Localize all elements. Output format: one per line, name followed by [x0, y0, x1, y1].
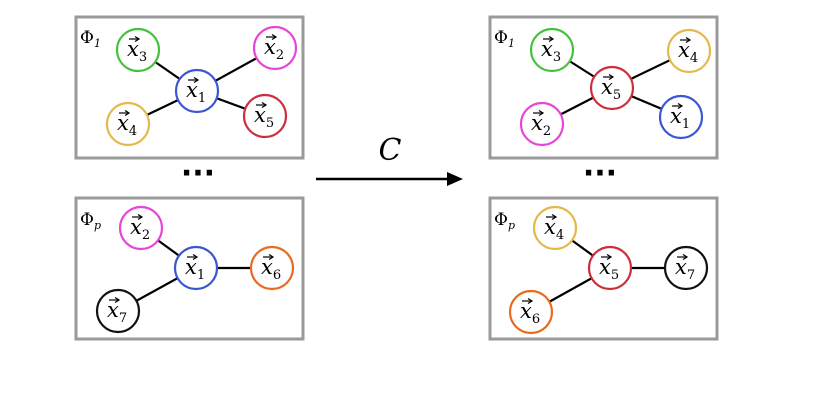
graph-node: x7: [663, 245, 709, 291]
node-circle: [587, 245, 633, 291]
vector-arrow-head: [271, 33, 278, 41]
graph-node: x2: [252, 25, 298, 71]
node-circle: [658, 94, 704, 140]
graph-node: x6: [508, 289, 554, 335]
vector-arrow-head: [134, 35, 141, 43]
factor-label: Φp: [80, 210, 101, 232]
node-circle: [249, 245, 295, 291]
vector-arrow-head: [548, 35, 555, 43]
node-circle: [174, 68, 220, 114]
vector-arrow-head: [268, 253, 275, 261]
graph-node: x2: [519, 101, 565, 147]
panel-frame: [488, 15, 719, 160]
vector-arrow-head: [538, 109, 545, 117]
factor-label: Φp: [494, 210, 515, 232]
panel-right-top: Φ1 x3 x4 x5 x2 x1: [488, 15, 719, 160]
node-circle: [519, 101, 565, 147]
ellipsis: ···: [181, 156, 215, 191]
node-circle: [252, 25, 298, 71]
panel-frame: [74, 196, 305, 341]
vector-arrow-head: [682, 253, 689, 261]
vector-arrow-head: [261, 101, 268, 109]
factor-label: Φ1: [494, 28, 515, 50]
node-circle: [663, 245, 709, 291]
vector-arrow-head: [137, 213, 144, 221]
vector-arrow-head: [606, 253, 613, 261]
graph-node: x1: [173, 245, 219, 291]
graph-node: x5: [242, 93, 288, 139]
vector-arrow-head: [124, 109, 131, 117]
graph-node: x4: [105, 101, 151, 147]
factor-label: Φ1: [80, 28, 101, 50]
graph-node: x6: [249, 245, 295, 291]
panel-left-top: Φ1 x3 x2 x1 x4 x5: [74, 15, 305, 160]
node-circle: [118, 205, 164, 251]
operator-label: C: [379, 133, 402, 168]
graph-node: x4: [532, 205, 578, 251]
node-circle: [532, 205, 578, 251]
graph-node: x7: [95, 288, 141, 334]
vector-arrow-head: [551, 213, 558, 221]
vector-arrow-head: [193, 76, 200, 84]
node-circle: [508, 289, 554, 335]
graph-node: x2: [118, 205, 164, 251]
vector-arrow-head: [685, 36, 692, 44]
node-circle: [666, 28, 712, 74]
vector-arrow-head: [677, 102, 684, 110]
graph-node: x1: [174, 68, 220, 114]
graph-node: x3: [529, 27, 575, 73]
vector-arrow-head: [192, 253, 199, 261]
node-circle: [173, 245, 219, 291]
graph-node: x4: [666, 28, 712, 74]
node-circle: [529, 27, 575, 73]
node-circle: [242, 93, 288, 139]
graph-node: x5: [589, 65, 635, 111]
vector-arrow-head: [527, 297, 534, 305]
node-circle: [95, 288, 141, 334]
vector-arrow-head: [608, 73, 615, 81]
node-circle: [115, 27, 161, 73]
panel-frame: [74, 15, 305, 160]
panel-frame: [488, 196, 719, 341]
graph-node: x1: [658, 94, 704, 140]
ellipsis: ···: [583, 156, 617, 191]
vector-arrow-head: [114, 296, 121, 304]
graph-node: x5: [587, 245, 633, 291]
node-circle: [589, 65, 635, 111]
graph-node: x3: [115, 27, 161, 73]
mapping-arrow-head: [447, 172, 463, 186]
node-circle: [105, 101, 151, 147]
